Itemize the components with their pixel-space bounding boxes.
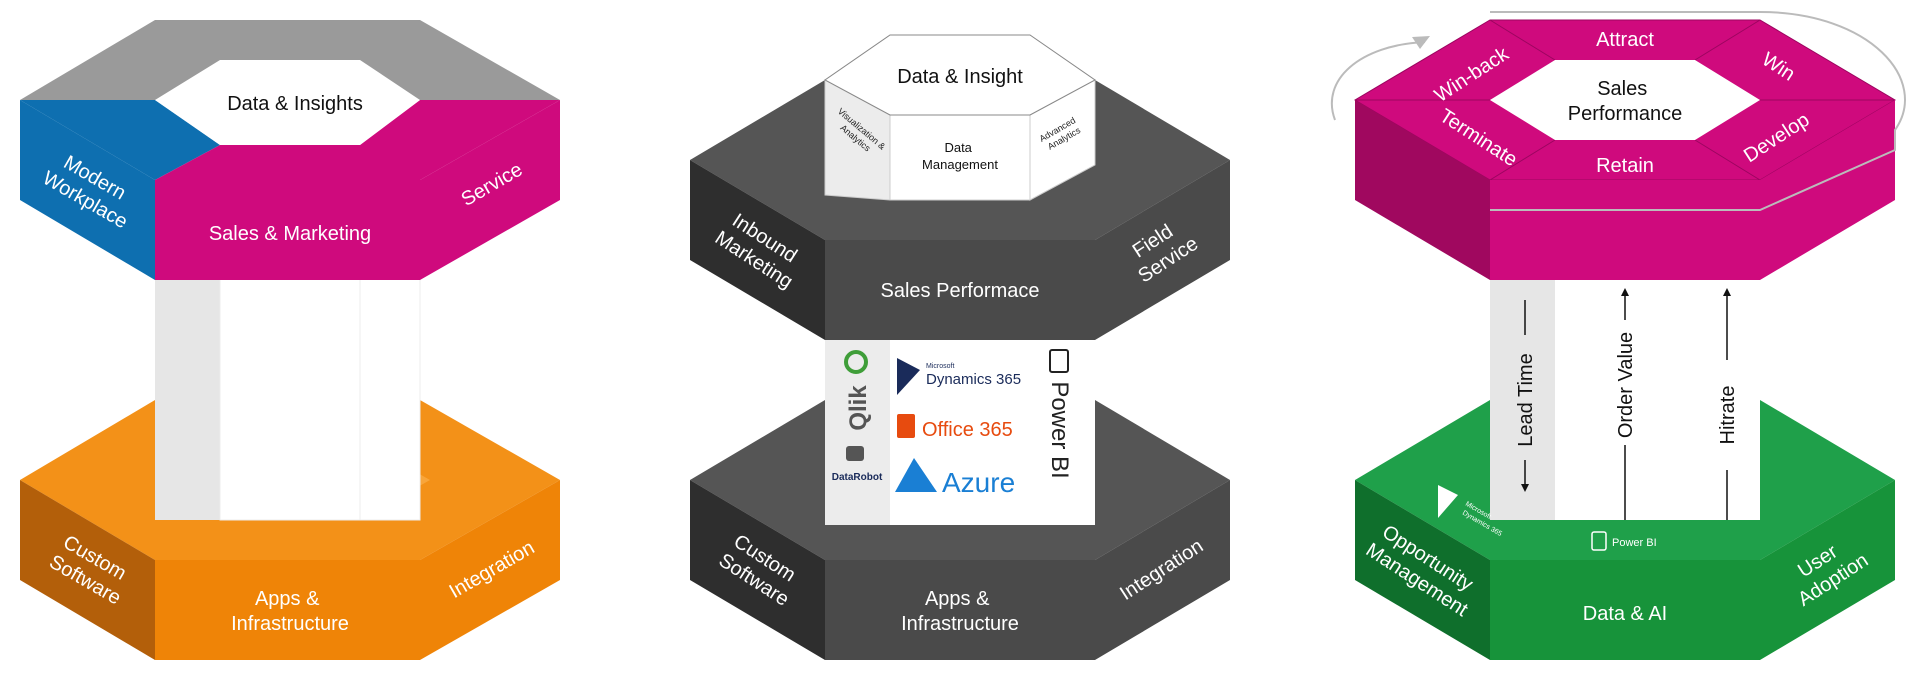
dynamics-microsoft-text: Microsoft [926, 363, 954, 370]
datarobot-logo-text: DataRobot [832, 472, 883, 483]
d3-top-divider-2 [1694, 19, 1761, 61]
d3-top-divider-1 [1489, 19, 1556, 61]
d3-powerbi-icon [1591, 531, 1607, 551]
d3-bottom-front-face [1490, 560, 1760, 660]
diagram-1: Data & Insights Modern Workplace Sales &… [20, 20, 560, 660]
d1-top-right-face [420, 100, 560, 280]
d3-hitrate-group: Hitrate [1717, 288, 1739, 520]
datarobot-robot-icon [846, 446, 864, 461]
d3-top-right-face [1760, 100, 1895, 280]
powerbi-logo: Power BI [1046, 349, 1073, 479]
d2-inner-top-face [824, 34, 1096, 116]
d1-data-insights-label: Data & Insights [227, 93, 363, 115]
d3-lead-time-label: Lead Time [1515, 353, 1537, 446]
d3-bottom-right-face [1760, 480, 1895, 660]
d3-order-value-group: Order Value [1615, 288, 1637, 520]
d3-lead-time-group: Lead Time [1515, 300, 1537, 492]
d3-column-left [1490, 270, 1555, 520]
d3-top-divider-5 [1489, 139, 1556, 181]
d3-hitrate-label: Hitrate [1717, 386, 1739, 445]
d3-order-value-label: Order Value [1615, 332, 1637, 438]
d2-bottom-right-face [1095, 480, 1230, 660]
d1-bottom-right-face [420, 480, 560, 660]
d3-lead-time-arrow-icon [1521, 484, 1529, 492]
d2-top-right-face [1095, 160, 1230, 340]
powerbi-icon [1049, 349, 1069, 373]
d1-top-left-face [20, 100, 155, 280]
d2-apps-infrastructure-label: Apps & Infrastructure [901, 588, 1019, 635]
d2-top-left-face [690, 160, 825, 340]
d3-top-front-face [1490, 180, 1760, 280]
d2-data-management-label: Data Management [922, 140, 998, 172]
d2-data-insight-label: Data & Insight [897, 66, 1023, 88]
dynamics-logo-text: Dynamics 365 [926, 371, 1021, 388]
d3-top-left-face [1355, 100, 1490, 280]
d3-top-divider-4 [1694, 139, 1761, 181]
d3-order-value-arrow-icon [1621, 288, 1629, 296]
qlik-logo-text: Qlik [845, 385, 872, 431]
d3-retain-label: Retain [1596, 155, 1654, 177]
d3-cycle-arrowhead-icon [1412, 36, 1430, 49]
d3-sales-performance-label: Sales Performance [1568, 78, 1683, 125]
d1-bottom-left-face [20, 480, 155, 660]
d3-hitrate-arrow-icon [1723, 288, 1731, 296]
d3-data-ai-label: Data & AI [1583, 603, 1668, 625]
d3-bottom-left-face [1355, 480, 1490, 660]
dynamics-icon [897, 358, 920, 395]
qlik-logo: Qlik [844, 350, 872, 431]
d1-top-ring-blue [20, 100, 220, 180]
office365-logo: Office 365 [897, 414, 1013, 441]
d1-column [155, 269, 421, 521]
d3-top-inner [1490, 60, 1760, 140]
azure-logo: Azure [895, 458, 1015, 498]
d3-dynamics-icon [1438, 485, 1458, 518]
d1-sales-marketing-label: Sales & Marketing [209, 223, 371, 245]
datarobot-logo: DataRobot [832, 446, 883, 483]
d2-top-front-face [825, 240, 1095, 340]
powerbi-logo-text: Power BI [1046, 381, 1073, 478]
diagram-3: Sales Performance Attract Win Develop Re… [1330, 11, 1906, 660]
d3-cycle-arrow [1330, 11, 1906, 211]
dynamics365-logo: Microsoft Dynamics 365 [897, 358, 1021, 395]
d1-top-inner [155, 60, 420, 145]
d1-column-left [155, 270, 220, 520]
d2-sales-performace-label: Sales Performace [881, 280, 1040, 302]
d2-column-left [825, 335, 890, 525]
diagram-2: Data & Insight Visualization & Analytics… [690, 34, 1230, 660]
d1-column-mid [219, 269, 361, 521]
d1-top-ring-magenta [155, 100, 560, 180]
d1-top-hexagon [20, 20, 560, 280]
d1-column-right [359, 269, 421, 521]
d2-bottom-front-face [825, 560, 1095, 660]
d3-powerbi-logo-text: Power BI [1612, 537, 1657, 549]
d3-powerbi-logo: Power BI [1591, 531, 1657, 551]
d2-bottom-left-face [690, 480, 825, 660]
d3-top-hexagon [1330, 11, 1906, 280]
d1-apps-infrastructure-label: Apps & Infrastructure [231, 588, 349, 635]
office-icon [897, 414, 915, 438]
d1-bottom-front-face [155, 560, 420, 660]
d2-column-right [1030, 335, 1095, 525]
azure-logo-text: Azure [942, 467, 1015, 498]
d3-attract-label: Attract [1596, 29, 1654, 51]
qlik-circle-icon [844, 350, 868, 374]
azure-icon [895, 458, 937, 492]
d2-inner-hexagon [824, 34, 1096, 201]
office-logo-text: Office 365 [922, 419, 1013, 441]
d1-top-front-face [155, 180, 420, 280]
